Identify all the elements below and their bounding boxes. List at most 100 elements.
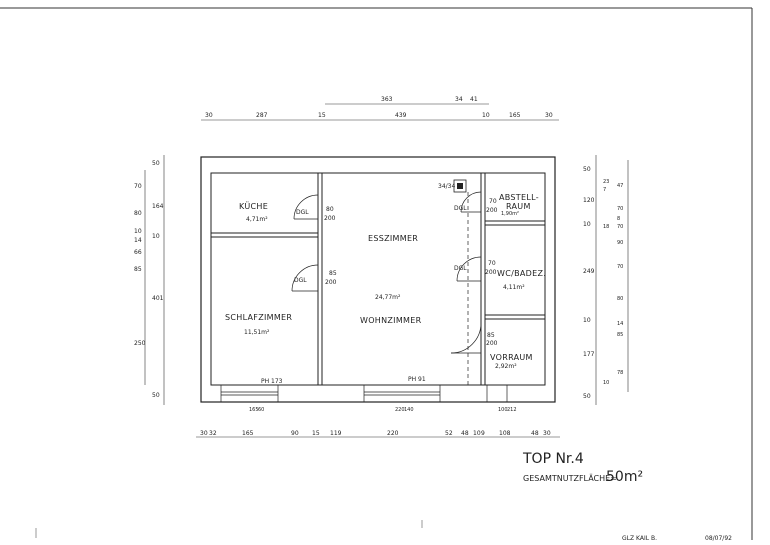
interior-walls bbox=[210, 172, 545, 385]
svg-text:30: 30 bbox=[543, 430, 551, 437]
svg-text:200: 200 bbox=[325, 279, 337, 286]
svg-text:70: 70 bbox=[488, 260, 496, 267]
svg-text:10: 10 bbox=[583, 317, 591, 324]
title-block: TOP Nr.4 GESAMTNUTZFLÄCHE= 50m² bbox=[522, 451, 643, 485]
room-name: WC/BADEZ. bbox=[497, 269, 546, 278]
svg-text:14: 14 bbox=[134, 237, 142, 244]
svg-text:66: 66 bbox=[134, 249, 142, 256]
svg-text:363: 363 bbox=[381, 96, 393, 103]
svg-text:70: 70 bbox=[489, 198, 497, 205]
svg-text:70: 70 bbox=[134, 183, 142, 190]
svg-text:85: 85 bbox=[617, 332, 623, 338]
svg-text:DGL: DGL bbox=[454, 265, 467, 272]
room-area: 11,51m² bbox=[244, 329, 270, 336]
door-swings bbox=[291, 191, 482, 354]
svg-text:80: 80 bbox=[617, 296, 623, 302]
chimney-label: 34/34 bbox=[438, 183, 455, 190]
svg-text:10: 10 bbox=[603, 380, 609, 386]
svg-text:119: 119 bbox=[330, 430, 342, 437]
svg-text:10: 10 bbox=[583, 221, 591, 228]
svg-text:85: 85 bbox=[329, 270, 337, 277]
svg-text:120: 120 bbox=[583, 197, 595, 204]
room-name: KÜCHE bbox=[239, 201, 268, 211]
room-name: SCHLAFZIMMER bbox=[225, 313, 292, 322]
svg-text:70: 70 bbox=[617, 206, 623, 212]
svg-text:164: 164 bbox=[152, 203, 164, 210]
area-value: 50m² bbox=[606, 469, 643, 485]
svg-text:80: 80 bbox=[326, 206, 334, 213]
svg-text:PH 173: PH 173 bbox=[261, 378, 283, 385]
dimension-left: 50 164 10 401 50 70 80 10 14 66 85 250 bbox=[134, 155, 165, 405]
windows bbox=[220, 384, 508, 403]
area-label: GESAMTNUTZFLÄCHE= bbox=[523, 473, 617, 483]
svg-text:140: 140 bbox=[404, 407, 414, 413]
svg-text:50: 50 bbox=[152, 392, 160, 399]
svg-text:200: 200 bbox=[324, 215, 336, 222]
svg-text:220: 220 bbox=[395, 407, 405, 413]
room-abstellraum: ABSTELL- RAUM 1,90m² bbox=[499, 193, 539, 217]
room-kueche: KÜCHE 4,71m² bbox=[239, 201, 268, 223]
svg-text:60: 60 bbox=[258, 407, 264, 413]
svg-text:78: 78 bbox=[617, 370, 623, 376]
date: 08/07/92 bbox=[705, 535, 732, 542]
svg-text:200: 200 bbox=[485, 269, 497, 276]
room-name: VORRAUM bbox=[490, 353, 533, 362]
svg-text:48: 48 bbox=[531, 430, 539, 437]
svg-text:70: 70 bbox=[617, 264, 623, 270]
footer: GLZ KAIL B. 08/07/92 bbox=[622, 535, 732, 542]
dimension-top: 363 34 41 30 287 15 439 10 165 30 bbox=[201, 96, 559, 121]
svg-text:30: 30 bbox=[205, 112, 213, 119]
svg-text:108: 108 bbox=[499, 430, 511, 437]
svg-text:10: 10 bbox=[482, 112, 490, 119]
svg-text:165: 165 bbox=[242, 430, 254, 437]
room-area: 2,92m² bbox=[495, 363, 517, 370]
svg-text:220: 220 bbox=[387, 430, 399, 437]
svg-text:90: 90 bbox=[291, 430, 299, 437]
room-area: 4,71m² bbox=[246, 216, 268, 223]
svg-text:70: 70 bbox=[617, 224, 623, 230]
svg-text:15: 15 bbox=[318, 112, 326, 119]
svg-text:48: 48 bbox=[461, 430, 469, 437]
room-schlafzimmer: SCHLAFZIMMER 11,51m² bbox=[225, 313, 292, 336]
svg-text:15: 15 bbox=[312, 430, 320, 437]
svg-text:100: 100 bbox=[498, 407, 508, 413]
svg-text:DGL: DGL bbox=[296, 209, 309, 216]
room-esszimmer: ESSZIMMER 24,77m² bbox=[368, 234, 418, 301]
room-name: ESSZIMMER bbox=[368, 234, 418, 243]
svg-text:212: 212 bbox=[507, 407, 517, 413]
svg-text:23: 23 bbox=[603, 179, 609, 185]
svg-text:7: 7 bbox=[603, 187, 606, 193]
svg-text:8: 8 bbox=[617, 216, 620, 222]
svg-text:52: 52 bbox=[445, 430, 453, 437]
room-name-2: RAUM bbox=[506, 202, 531, 211]
svg-text:30: 30 bbox=[545, 112, 553, 119]
room-area: 4,11m² bbox=[503, 284, 525, 291]
svg-text:250: 250 bbox=[134, 340, 146, 347]
svg-text:200: 200 bbox=[486, 340, 498, 347]
svg-text:30: 30 bbox=[200, 430, 208, 437]
top-number: TOP Nr.4 bbox=[522, 451, 584, 467]
svg-text:10: 10 bbox=[152, 233, 160, 240]
dimension-bottom: 30 32 165 90 15 119 220 52 48 10 9 108 4… bbox=[196, 407, 560, 438]
room-area: 24,77m² bbox=[375, 294, 401, 301]
svg-text:85: 85 bbox=[134, 266, 142, 273]
svg-text:18: 18 bbox=[603, 224, 609, 230]
room-wohnzimmer: WOHNZIMMER bbox=[360, 316, 422, 325]
svg-text:177: 177 bbox=[583, 351, 595, 358]
svg-text:200: 200 bbox=[486, 207, 498, 214]
room-vorraum: VORRAUM 2,92m² bbox=[490, 353, 533, 370]
svg-text:34: 34 bbox=[455, 96, 463, 103]
svg-text:85: 85 bbox=[487, 332, 495, 339]
room-wc-badez: WC/BADEZ. 4,11m² bbox=[497, 269, 546, 291]
svg-text:165: 165 bbox=[509, 112, 521, 119]
room-name: ABSTELL- bbox=[499, 193, 539, 202]
dimension-right: 50 120 10 249 10 177 50 23 7 47 70 8 70 … bbox=[583, 155, 629, 405]
svg-text:10: 10 bbox=[473, 430, 481, 437]
room-name: WOHNZIMMER bbox=[360, 316, 422, 325]
svg-text:DGL: DGL bbox=[294, 277, 307, 284]
svg-text:14: 14 bbox=[617, 321, 623, 327]
room-area: 1,90m² bbox=[501, 211, 519, 217]
svg-text:47: 47 bbox=[617, 183, 623, 189]
svg-text:249: 249 bbox=[583, 268, 595, 275]
